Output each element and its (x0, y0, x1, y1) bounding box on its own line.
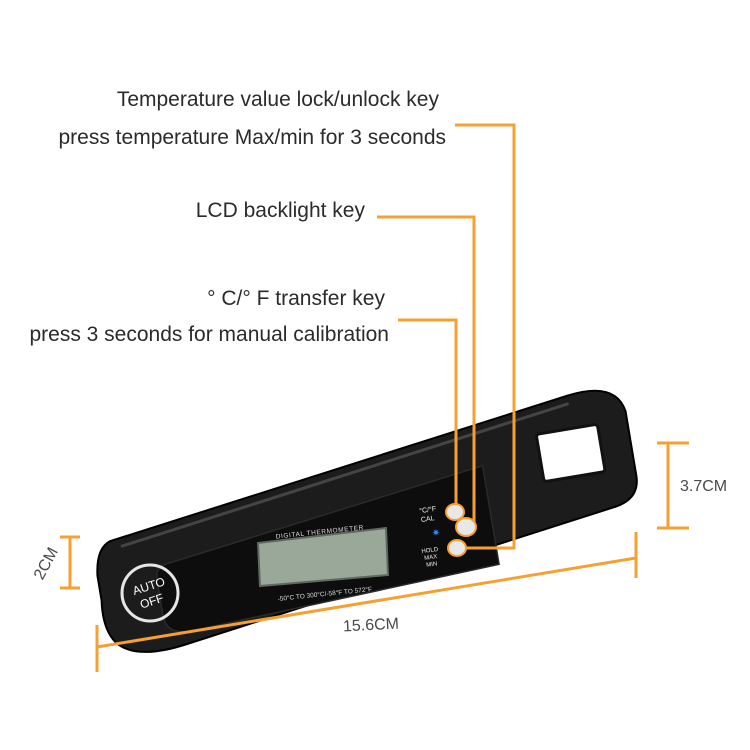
hanging-loop-hole (535, 423, 607, 483)
unit-key-label: ° C/° F transfer key (207, 287, 385, 310)
backlight-key[interactable] (455, 517, 477, 537)
right-height-label: 3.7CM (680, 478, 728, 495)
lock-key-label: Temperature value lock/unlock key (116, 88, 439, 111)
lcd-screen (256, 526, 390, 588)
unit-key-detail-label: press 3 seconds for manual calibration (29, 323, 389, 346)
backlight-icon: ✷ (432, 528, 440, 539)
right-height-dimension (657, 441, 689, 530)
key-hold-label-3: MIN (426, 561, 438, 568)
key-hold-label-1: HOLD (421, 547, 439, 555)
length-label: 15.6CM (342, 615, 400, 636)
callout-leaders (377, 123, 516, 550)
hold-max-min-key[interactable] (447, 539, 467, 557)
backlight-key-label: LCD backlight key (195, 199, 365, 222)
key-unit-label-top: °C/°F (419, 505, 437, 515)
lock-key-detail-label: press temperature Max/min for 3 seconds (58, 126, 447, 149)
key-unit-label-bottom: CAL (421, 515, 436, 524)
unit-cal-key[interactable] (445, 503, 465, 521)
lock-key-leader (455, 123, 516, 550)
backlight-key-leader (377, 215, 476, 522)
dimension-lines (60, 441, 689, 672)
key-hold-label-2: MAX (424, 554, 438, 562)
unit-key-leader (398, 318, 458, 504)
length-dimension (95, 532, 638, 672)
left-height-dimension (60, 535, 80, 590)
